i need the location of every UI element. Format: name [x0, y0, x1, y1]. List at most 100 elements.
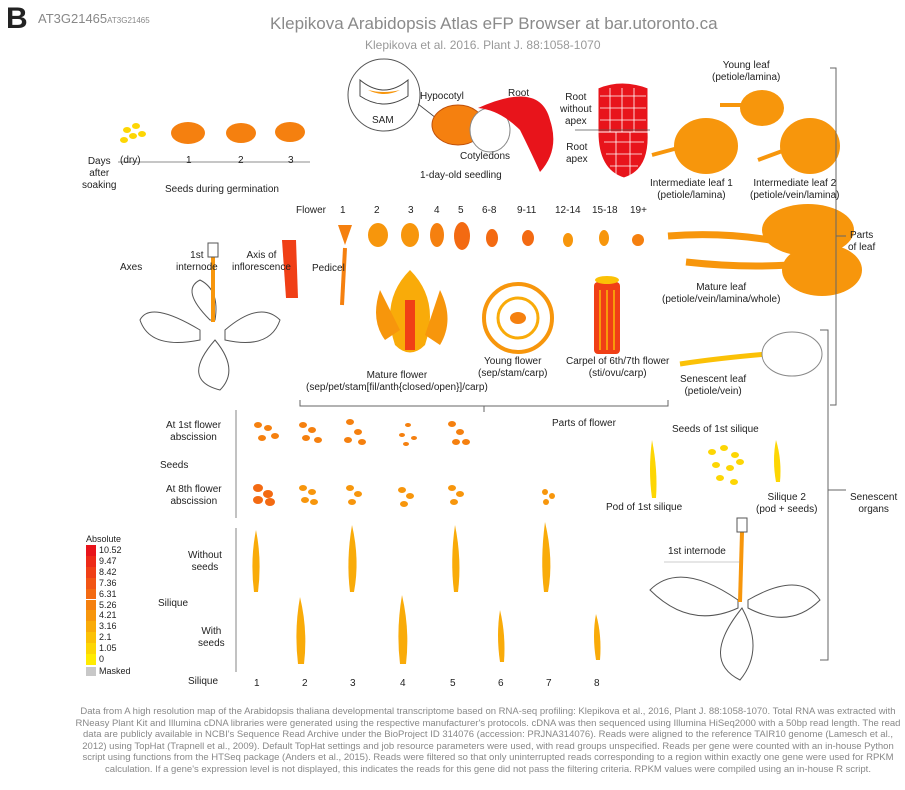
label-day3: 3: [288, 155, 294, 167]
intermediate-leaf-1-tissue[interactable]: [652, 118, 738, 174]
silique-number: 3: [350, 678, 356, 690]
flower-stage-1-tissue[interactable]: [338, 225, 352, 245]
label-parts-of-flower: Parts of flower: [552, 418, 616, 430]
label-seedling: 1-day-old seedling: [420, 170, 502, 182]
legend-value: 1.05: [99, 643, 117, 653]
first-internode-2-tissue[interactable]: [740, 532, 742, 602]
flower-stage-4-tissue[interactable]: [430, 223, 444, 247]
carpel-tissue[interactable]: [594, 276, 620, 354]
legend-value: 0: [99, 654, 104, 664]
flower-stage-label: 9-11: [517, 205, 536, 217]
flower-stage-label: 5: [458, 205, 464, 217]
seed-day1-tissue[interactable]: [171, 122, 205, 144]
legend-swatch: [86, 578, 96, 589]
seeds-1st-flower[interactable]: [254, 419, 470, 446]
label-day1: 1: [186, 155, 192, 167]
silique-number: 8: [594, 678, 600, 690]
legend-swatch: [86, 654, 96, 665]
parts-of-flower-bracket: [300, 400, 668, 412]
seeds-1st-silique-tissue[interactable]: [708, 445, 744, 485]
flower-stage-label: 12-14: [555, 205, 581, 217]
legend-value: 5.26: [99, 600, 117, 610]
root-apex-tissue[interactable]: [598, 132, 648, 178]
flower-stage-label: 15-18: [592, 205, 618, 217]
label-carpel: Carpel of 6th/7th flower (sti/ovu/carp): [566, 356, 669, 380]
label-root-without-apex: Root without apex: [560, 92, 592, 128]
legend-value: 8.42: [99, 567, 117, 577]
legend-value: 3.16: [99, 621, 117, 631]
legend-value: 7.36: [99, 578, 117, 588]
siliques-without-seeds[interactable]: [252, 522, 550, 592]
flower-stage-label: 1: [340, 205, 346, 217]
flower-stage-12-14-tissue[interactable]: [563, 233, 573, 247]
legend-swatch: [86, 632, 96, 643]
label-axes: Axes: [120, 262, 142, 274]
root-without-apex-tissue[interactable]: [598, 83, 648, 132]
label-seeds-1st-silique: Seeds of 1st silique: [672, 424, 759, 436]
young-flower-tissue[interactable]: [484, 284, 552, 352]
silique-number: 5: [450, 678, 456, 690]
silique2-tissue[interactable]: [774, 440, 781, 482]
flower-stage-6-8-tissue[interactable]: [486, 229, 498, 247]
label-first-internode: 1st internode: [176, 250, 218, 274]
flower-stages: [338, 222, 644, 250]
label-silique2: Silique 2 (pod + seeds): [756, 492, 817, 516]
label-pod-1st-silique: Pod of 1st silique: [606, 502, 682, 514]
legend-value: 4.21: [99, 610, 117, 620]
legend-value: 6.31: [99, 589, 117, 599]
silique-number: 4: [400, 678, 406, 690]
seed-day3-tissue[interactable]: [275, 122, 305, 142]
label-seeds: Seeds: [160, 460, 188, 472]
silique-number: 6: [498, 678, 504, 690]
label-young-leaf: Young leaf (petiole/lamina): [712, 60, 780, 84]
label-without-seeds: Without seeds: [188, 550, 222, 574]
label-parts-of-leaf: Parts of leaf: [848, 230, 875, 254]
legend-title: Absolute: [86, 534, 121, 544]
mature-flower-tissue[interactable]: [376, 270, 448, 353]
intermediate-leaf-2-tissue[interactable]: [758, 118, 840, 174]
silique-number: 1: [254, 678, 260, 690]
label-mature-leaf: Mature leaf (petiole/vein/lamina/whole): [662, 282, 780, 306]
label-senescent-organs: Senescent organs: [850, 492, 897, 516]
silique-number: 7: [546, 678, 552, 690]
legend-swatch: [86, 610, 96, 621]
flower-stage-19-tissue[interactable]: [632, 234, 644, 246]
senescent-organs-bracket: [820, 330, 846, 660]
legend-swatch: [86, 643, 96, 654]
senescent-rosette: [650, 577, 820, 680]
color-legend: [86, 545, 96, 676]
label-with-seeds: With seeds: [198, 626, 225, 650]
dry-seeds-tissue[interactable]: [120, 123, 146, 143]
legend-swatch: [86, 556, 96, 567]
pedicel-tissue[interactable]: [342, 248, 345, 305]
flower-stage-15-18-tissue[interactable]: [599, 230, 609, 246]
label-sam: SAM: [372, 115, 394, 127]
label-cotyledons: Cotyledons: [460, 151, 510, 163]
label-root-apex: Root apex: [566, 142, 588, 166]
pod-1st-silique-tissue[interactable]: [650, 440, 657, 498]
legend-masked-label: Masked: [99, 666, 131, 676]
label-seeds-germination: Seeds during germination: [165, 184, 279, 196]
flower-stage-label: 3: [408, 205, 414, 217]
legend-swatch: [86, 600, 96, 611]
flower-stage-5-tissue[interactable]: [454, 222, 470, 250]
legend-value: 2.1: [99, 632, 112, 642]
label-dry: (dry): [120, 155, 141, 167]
flower-stage-3-tissue[interactable]: [401, 223, 419, 247]
flower-stage-9-11-tissue[interactable]: [522, 230, 534, 246]
siliques-with-seeds[interactable]: [296, 595, 600, 664]
senescent-leaf-tissue[interactable]: [680, 332, 822, 376]
seeds-8th-flower[interactable]: [253, 484, 555, 507]
legend-swatch: [86, 545, 96, 556]
flower-stage-2-tissue[interactable]: [368, 223, 388, 247]
label-at-8th-flower: At 8th flower abscission: [166, 484, 222, 508]
footnote: Data from A high resolution map of the A…: [72, 706, 904, 775]
legend-swatch: [86, 567, 96, 578]
flower-stage-label: 2: [374, 205, 380, 217]
flower-stage-label: 6-8: [482, 205, 496, 217]
young-leaf-tissue[interactable]: [720, 90, 784, 126]
label-days-after-soaking: Days after soaking: [82, 156, 116, 192]
label-at-1st-flower: At 1st flower abscission: [166, 420, 221, 444]
seed-day2-tissue[interactable]: [226, 123, 256, 143]
